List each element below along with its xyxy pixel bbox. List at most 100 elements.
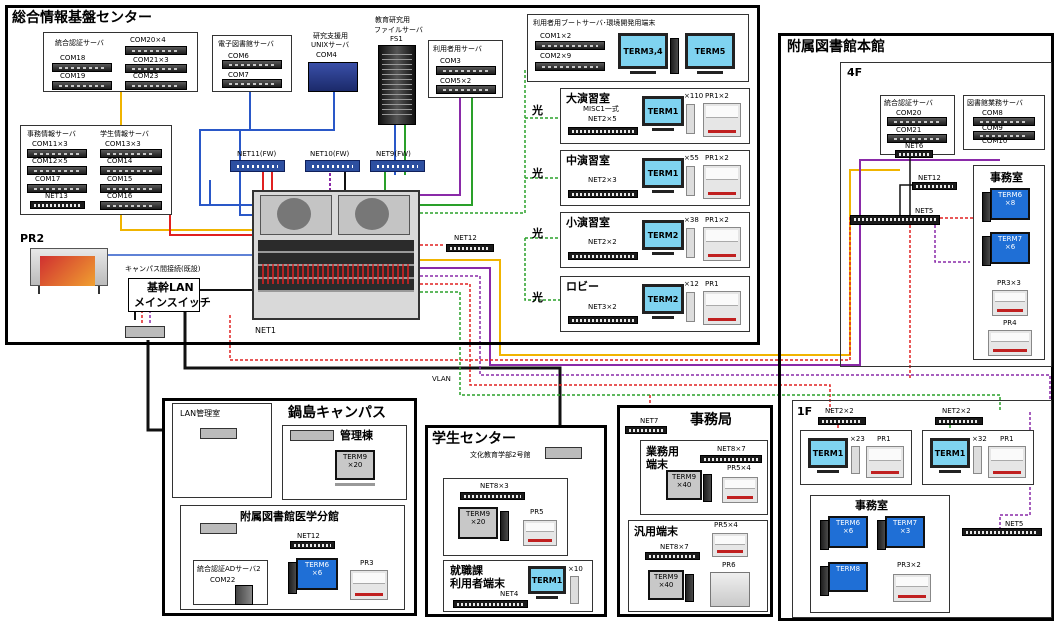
lib-com21-label: COM21 (896, 127, 921, 134)
printer (350, 570, 388, 600)
switch-hub (912, 182, 957, 190)
room-printer-label: PR1×2 (705, 155, 729, 162)
room-monitor: TERM2 (642, 220, 684, 250)
term7b-monitor: TERM7×3 (885, 516, 925, 548)
medlib-net12-label: NET12 (297, 533, 320, 540)
server-rack (125, 81, 187, 90)
floor-1f-label: 1F (797, 406, 812, 417)
com15-label: COM15 (107, 176, 132, 183)
work-title-l1: 業務用 (646, 446, 679, 457)
lib-business-title: 図書館業務サーバ (967, 100, 1023, 107)
room-monitor: TERM1 (642, 158, 684, 188)
room-term-count: ×110 (684, 93, 703, 100)
switch-hub (30, 201, 85, 209)
office-bureau-title: 事務局 (690, 413, 732, 427)
com6-label: COM6 (228, 53, 249, 60)
switch-hub (645, 552, 700, 560)
room-name: 小演習室 (566, 217, 610, 228)
switch-hub (460, 492, 525, 500)
lib-net2a-label: NET2×2 (825, 408, 854, 415)
server-rack (100, 166, 162, 175)
room-name: 中演習室 (566, 155, 610, 166)
e-library-title: 電子図書館サーバ (218, 41, 274, 48)
term6b-monitor: TERM6×6 (828, 516, 868, 548)
fs-title-l1: 教育研究用 (375, 17, 410, 24)
pc-tower (686, 166, 695, 196)
com3-label: COM3 (440, 58, 461, 65)
com19-label: COM19 (60, 73, 85, 80)
server-rack (52, 63, 112, 72)
fw-net9-label: NET9(FW) (376, 151, 411, 158)
com12-label: COM12×5 (32, 158, 68, 165)
switch-hub (962, 528, 1042, 536)
pc-tower (877, 520, 886, 550)
fw-net10-label: NET10(FW) (310, 151, 349, 158)
pc-tower (686, 228, 695, 258)
lib-net12-label: NET12 (918, 175, 941, 182)
ob-net7-label: NET7 (640, 418, 658, 425)
term-label: TERM9 (654, 573, 678, 581)
term-label: TERM8 (836, 565, 860, 573)
admin-bldg-label: 管理棟 (340, 430, 373, 441)
term-count: ×6 (1005, 243, 1015, 251)
fiber-label: 光 (532, 168, 543, 179)
term-label: TERM9 (466, 510, 490, 518)
medlib-switch (200, 523, 237, 534)
library-main-title: 附属図書館本館 (787, 40, 885, 54)
printer (992, 290, 1028, 316)
job-title-l1: 就職課 (450, 565, 483, 576)
fiber-label: 光 (532, 105, 543, 116)
room-printer-label: PR1×2 (705, 217, 729, 224)
file-server-tower (378, 45, 416, 125)
sc-net4-label: NET4 (500, 591, 518, 598)
lib-net6-label: NET6 (905, 143, 923, 150)
pr2-label: PR2 (20, 233, 44, 244)
server-rack (436, 66, 496, 75)
switch-hub (568, 190, 638, 198)
monitor-term5: TERM5 (685, 33, 735, 69)
pc-tower (685, 574, 694, 602)
ob-net8a-label: NET8×7 (717, 446, 746, 453)
room-printer-label: PR1 (705, 281, 719, 288)
printer (712, 533, 748, 557)
monitor-stand (630, 71, 656, 74)
lib-term1b-count: ×32 (972, 436, 987, 443)
switch-hub (290, 541, 335, 549)
pc-tower (288, 562, 297, 594)
large-printer (710, 572, 750, 607)
bldg-switch (545, 447, 582, 459)
server-rack (52, 81, 112, 90)
backbone-switch-l2: メインスイッチ (134, 297, 211, 308)
switch-hub (453, 600, 528, 608)
pc-tower (973, 446, 982, 474)
com18-label: COM18 (60, 55, 85, 62)
server-rack (100, 201, 162, 210)
lan-switch (200, 428, 237, 439)
lib-term1b-monitor: TERM1 (930, 438, 970, 468)
monitor-stand (817, 470, 839, 473)
fan-right-disc (355, 198, 389, 230)
switch-hub (568, 316, 638, 324)
server-rack (887, 117, 947, 126)
ad-server-tower (235, 585, 253, 605)
med-lib-title: 附属図書館医学分館 (240, 511, 339, 522)
admin-info-title: 事務情報サーバ (27, 131, 76, 138)
switch-hub (850, 215, 940, 225)
term-label: TERM6 (998, 191, 1022, 199)
term-count: ×20 (348, 461, 363, 469)
printer (523, 520, 557, 546)
monitor-stand (697, 71, 723, 74)
user-server-title: 利用者用サーバ (433, 46, 482, 53)
backbone-switch-l1: 基幹LAN (147, 282, 194, 293)
work-title-l2: 端末 (646, 459, 668, 470)
server-rack (27, 166, 87, 175)
room-net: NET2×3 (588, 177, 617, 184)
term-count: ×40 (659, 581, 674, 589)
floor-4f-label: 4F (847, 67, 862, 78)
ad-com-label: COM22 (210, 577, 235, 584)
ob-term9b: TERM9×40 (648, 570, 684, 600)
term-count: ×3 (900, 527, 910, 535)
lib-net5-label: NET5 (915, 208, 933, 215)
student-info-title: 学生情報サーバ (100, 131, 149, 138)
